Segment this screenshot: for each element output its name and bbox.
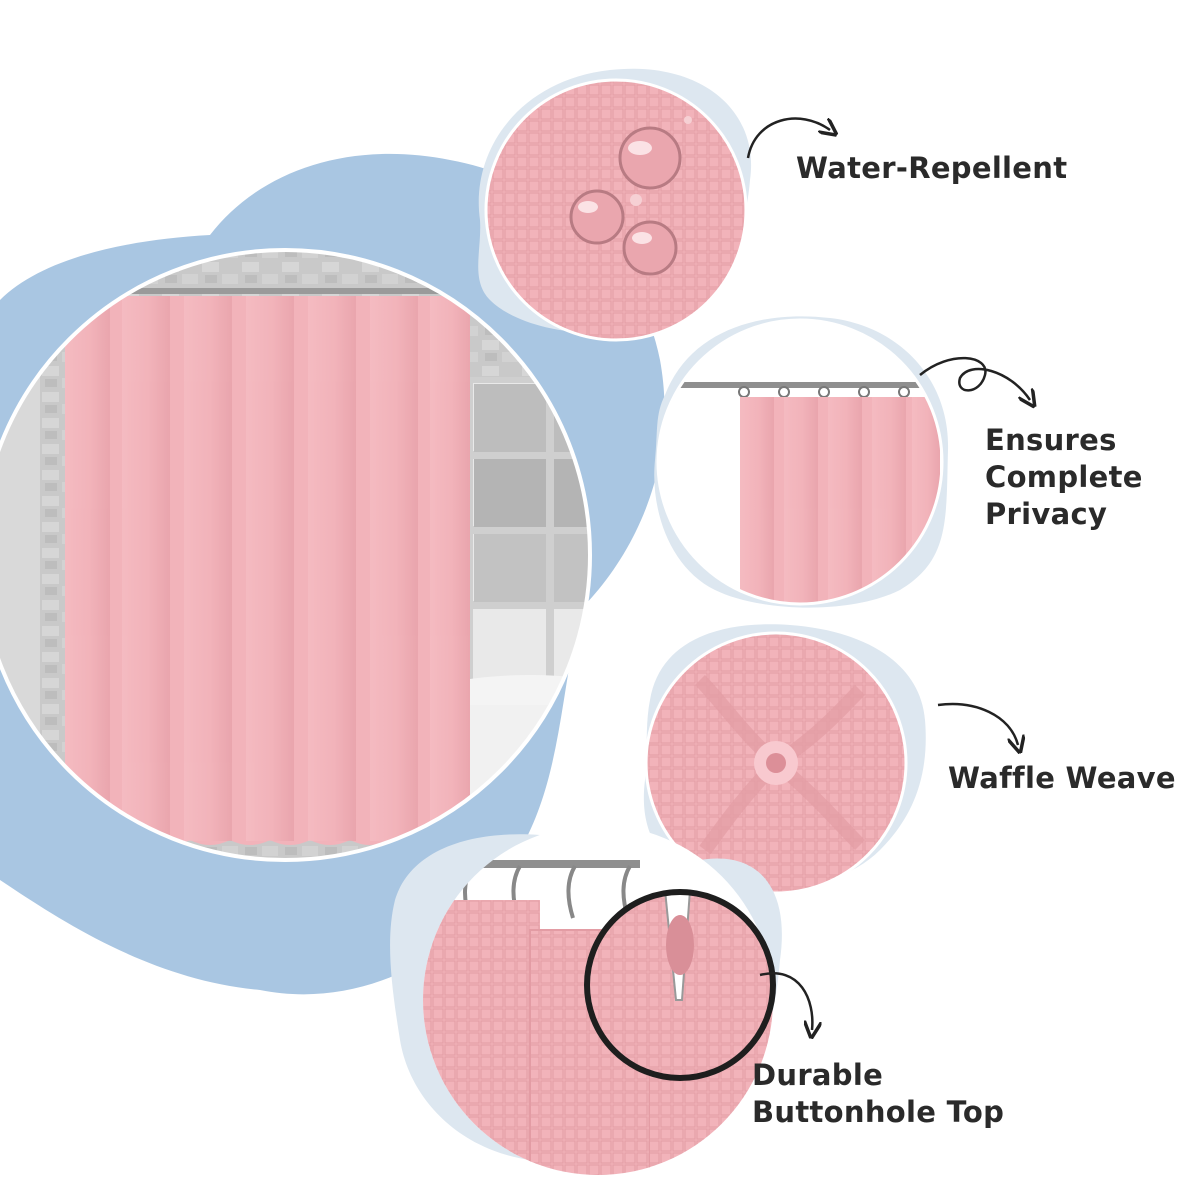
- arrow-waffle-weave: [937, 702, 1018, 745]
- arrow-buttonhole: [759, 972, 812, 1030]
- feature-label-privacy: Ensures Complete Privacy: [985, 423, 1143, 531]
- feature-label-buttonhole: Durable Buttonhole Top: [752, 1058, 1005, 1129]
- feature-label-water-repellent: Water-Repellent: [796, 151, 1068, 185]
- buttonhole-lens: [587, 892, 773, 1078]
- arrow-privacy: [919, 356, 1030, 400]
- arrow-water-repellent: [746, 117, 830, 159]
- water-drops-photo: [486, 80, 746, 340]
- privacy-curtain-photo: [658, 320, 942, 604]
- waffle-fabric-photo: [646, 633, 906, 893]
- feature-label-waffle-weave: Waffle Weave: [948, 761, 1176, 795]
